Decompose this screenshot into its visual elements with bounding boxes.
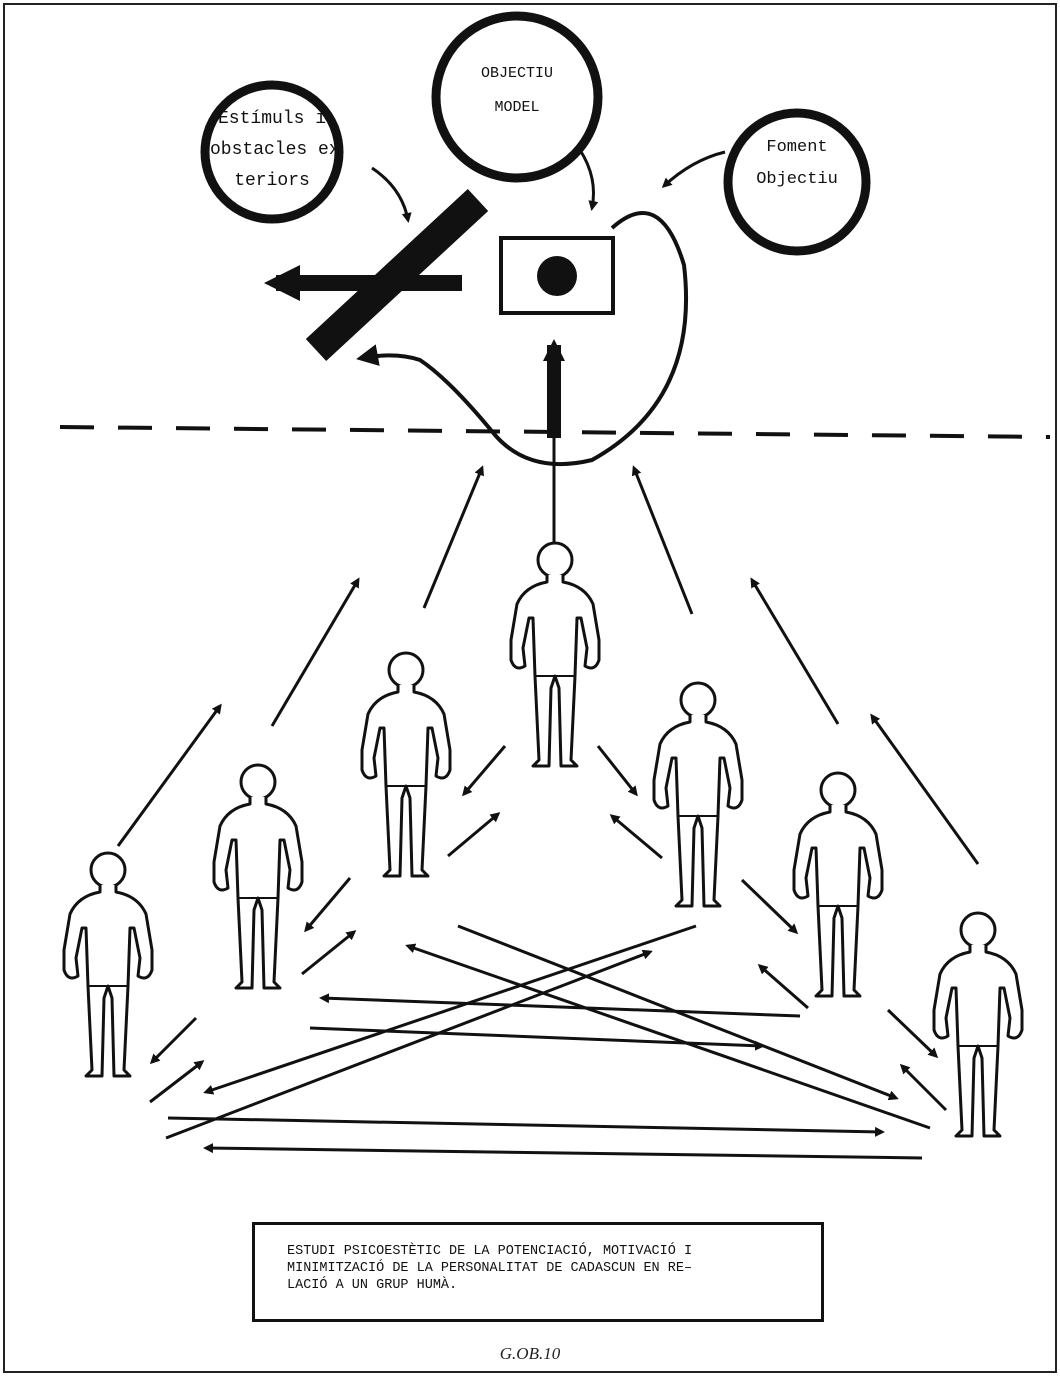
page-border [4, 4, 1056, 1372]
person-figure-5 [654, 683, 742, 906]
upward-arrow-1 [118, 706, 220, 846]
relation-arrow-3 [448, 814, 498, 856]
relation-arrow-5 [306, 878, 350, 930]
relation-arrow-10 [888, 1010, 936, 1056]
upward-arrow-6 [872, 716, 978, 864]
figure-code: G.OB.10 [0, 1344, 1060, 1364]
person-figure-7 [934, 913, 1022, 1136]
person-figure-2 [214, 765, 302, 988]
stimuli-label-line-3: teriors [210, 166, 334, 197]
objective-pointer-arrow [580, 150, 594, 208]
relation-arrow-12 [902, 1066, 946, 1110]
relation-arrow-2 [598, 746, 636, 794]
person-figure-6 [794, 773, 882, 996]
cross-arrow-8 [206, 1148, 922, 1158]
upward-arrow-4 [634, 468, 692, 614]
objective-model-line-2: MODEL [457, 91, 577, 125]
foment-label-line-1: Foment [747, 132, 847, 164]
caption-line-2: MINIMITZACIÓ DE LA PERSONALITAT DE CADAS… [287, 1260, 791, 1277]
stimuli-pointer-arrow [372, 168, 408, 220]
stimuli-label-line-2: obstacles ex [210, 135, 334, 166]
caption-line-1: ESTUDI PSICOESTÈTIC DE LA POTENCIACIÓ, M… [287, 1243, 791, 1260]
cross-arrow-7 [168, 1118, 882, 1132]
relation-arrow-1 [464, 746, 505, 794]
target-dot [537, 256, 577, 296]
relation-arrow-9 [152, 1018, 196, 1062]
relation-arrow-6 [742, 880, 796, 932]
stimuli-label-line-1: Estímuls i [210, 104, 334, 135]
person-figure-1 [64, 853, 152, 1076]
relation-arrow-7 [302, 932, 354, 974]
cross-arrow-5 [310, 1028, 762, 1046]
upward-arrow-2 [272, 580, 358, 726]
objective-model-label: OBJECTIU MODEL [457, 57, 577, 125]
foment-pointer-arrow [664, 152, 725, 186]
relation-arrow-8 [760, 966, 808, 1008]
foment-label-line-2: Objectiu [747, 164, 847, 196]
caption-line-3: LACIÓ A UN GRUP HUMÀ. [287, 1277, 791, 1294]
person-figure-4 [511, 543, 599, 766]
relation-arrow-4 [612, 816, 662, 858]
upward-arrow-5 [752, 580, 838, 724]
cross-arrow-4 [166, 952, 650, 1138]
stimuli-label: Estímuls i obstacles ex teriors [210, 104, 334, 197]
person-figure-3 [362, 653, 450, 876]
upward-arrow-3 [424, 468, 482, 608]
caption-box: ESTUDI PSICOESTÈTIC DE LA POTENCIACIÓ, M… [252, 1222, 824, 1322]
objective-model-line-1: OBJECTIU [457, 57, 577, 91]
relation-arrow-11 [150, 1062, 202, 1102]
foment-label: Foment Objectiu [747, 132, 847, 196]
